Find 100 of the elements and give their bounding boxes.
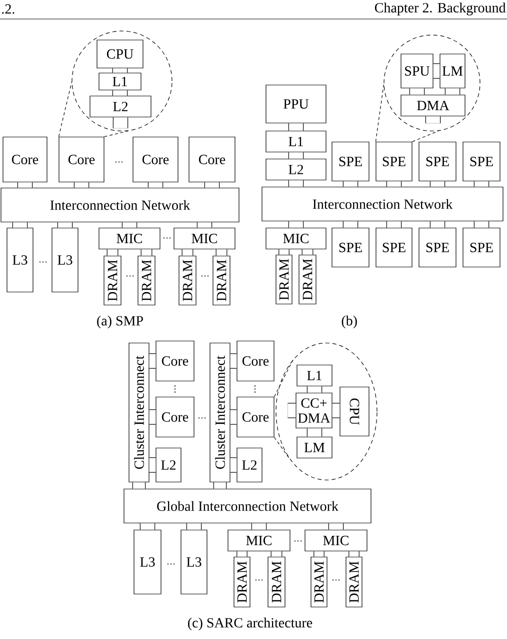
component-box: L1 [266,130,326,152]
bus-link [302,249,314,255]
zoom-line [104,130,128,137]
bus-link [140,249,152,256]
bus-link [474,181,490,187]
bus-link [112,90,128,96]
bus-link [288,152,304,159]
zoom-line [375,84,384,142]
bus-link [444,88,460,95]
interconnect-box: Interconnection Network [0,188,240,222]
bus-link [342,181,358,187]
zoom-circle [384,34,480,132]
component-box: SPE [418,142,456,182]
bus-link [386,221,402,228]
component-box: MIC [266,228,326,250]
component-box: L2 [90,96,152,118]
component-box: L1 [296,364,332,386]
component-box: PPU [266,84,326,124]
component-box: DRAM [346,556,362,608]
zoom-line [58,82,72,137]
bus-link [236,551,248,557]
component-box: Core [236,340,274,382]
bus-link [182,249,194,256]
bus-link [140,523,156,530]
ellipsis: … [163,237,171,239]
component-box: SPE [332,228,370,268]
component-box: Core [2,136,48,182]
bus-link [270,551,282,557]
component-box: SPE [462,142,500,182]
ellipsis: … [332,579,340,581]
bus-link [149,353,156,369]
ellipsis: … [198,417,206,419]
component-box: MIC [98,228,160,250]
component-box: L3 [6,228,34,292]
component-box: Core [188,136,236,182]
component-box: DRAM [298,254,316,304]
ellipsis: … [167,563,175,565]
ellipsis: … [201,275,209,277]
bus-link [148,182,164,188]
component-box: LM [440,54,466,88]
component-box: Core [58,136,104,182]
bus-link [314,551,324,557]
component-box: L1 [98,72,142,90]
component-box: L3 [180,530,208,594]
interconnect-bar: Cluster Interconnect [210,342,230,482]
interconnect-box: Interconnection Network [262,186,504,222]
component-box: CPU [340,386,370,436]
bus-link [12,222,28,228]
bus-link [342,221,358,228]
component-box: SPE [376,142,412,182]
bus-link [306,428,322,437]
bus-link [106,249,118,256]
bus-link [474,221,490,228]
component-box: L3 [134,530,162,594]
zoom-line [274,360,294,397]
bus-link [425,116,441,124]
zoom-line [274,437,291,460]
component-box: LM [296,436,332,458]
ellipsis: … [39,261,47,263]
bus-link [230,409,237,425]
running-header: Chapter 2. Background [374,2,506,16]
bus-link [230,457,237,473]
bus-link [213,482,227,489]
bus-link [57,222,73,228]
component-box: DRAM [212,256,230,306]
component-box: Core [156,396,194,438]
component-box: MIC [228,530,290,552]
bus-link [74,182,90,188]
component-box: MIC [174,228,236,250]
component-box: SPE [462,228,500,268]
component-box: Core [132,136,178,182]
bus-link [332,402,340,418]
bus-link [430,181,446,187]
bus-link [278,249,290,255]
component-box: Core [236,396,274,438]
component-box: DMA [400,94,466,116]
running-header: .2. [2,4,14,14]
bus-link [288,221,304,228]
subfigure-caption: (b) [342,316,357,328]
component-box: Core [156,340,194,382]
bus-link [328,523,344,530]
component-box: CC+ DMA [296,392,332,428]
component-box: L2 [266,158,326,180]
ellipsis: ⋮ [254,385,256,393]
component-box: MIC [304,530,368,552]
bus-link [122,222,138,228]
ellipsis: … [115,161,123,163]
component-box: CPU [96,40,144,68]
bus-link [132,482,146,489]
component-box: DRAM [104,256,122,306]
component-box: DRAM [310,556,328,608]
bus-link [112,117,128,128]
bus-link [204,182,220,188]
component-box: DRAM [138,256,156,306]
bus-link [348,551,360,557]
component-box: SPE [376,228,412,268]
bus-link [288,402,296,418]
ellipsis: … [294,540,302,542]
bus-link [216,249,228,256]
bus-link [196,222,212,228]
